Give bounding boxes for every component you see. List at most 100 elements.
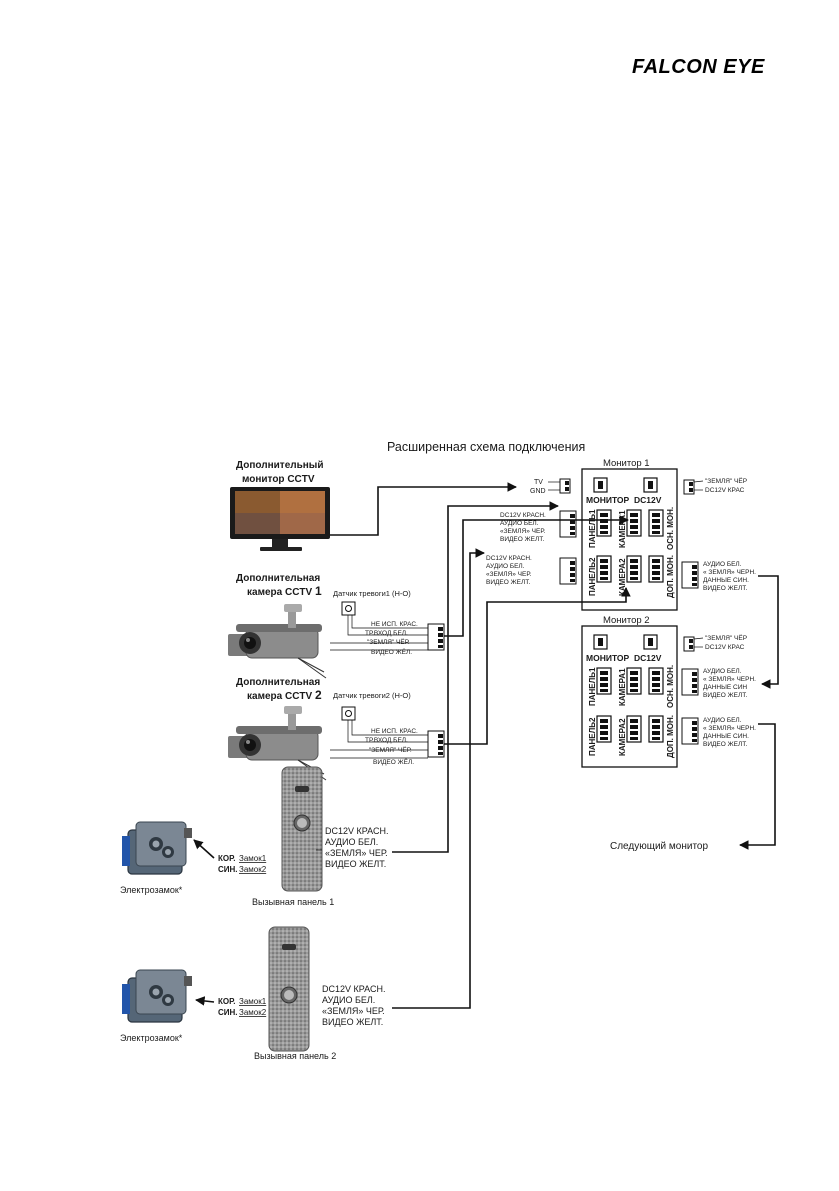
lock1-sin: СИН. bbox=[218, 865, 238, 874]
wire-cctv-monitor bbox=[330, 482, 517, 536]
call-panel-1-image bbox=[281, 766, 323, 892]
m2-main-wire-audio: АУДИО БЕЛ. bbox=[703, 668, 742, 675]
monitor-1-camera-plug bbox=[559, 557, 577, 585]
lock1-kor-name: Замок1 bbox=[239, 854, 267, 863]
lock-2-caption: Электрозамок* bbox=[120, 1033, 183, 1043]
m1-panel-wire-video: ВИДЕО ЖЕЛТ. bbox=[500, 536, 544, 543]
monitor-2-main-mon-connector bbox=[648, 667, 664, 695]
wire-m2-to-next bbox=[739, 723, 776, 850]
m1-ext-wire-gnd: « ЗЕМЛЯ» ЧЕРН. bbox=[703, 569, 756, 576]
monitor-2-panel1-connector bbox=[596, 667, 612, 695]
tv-out-plug bbox=[559, 478, 571, 494]
call-panel-2-caption: Вызывная панель 2 bbox=[254, 1051, 336, 1061]
panel2-wire-dc: DC12V КРАСН. bbox=[322, 984, 385, 994]
lock2-sin: СИН. bbox=[218, 1008, 238, 1017]
cam2-wire-1: НЕ ИСП. КРАС. bbox=[371, 728, 418, 735]
monitor-2-panel2-label: ПАНЕЛЬ2 bbox=[588, 717, 597, 756]
m1-camera-wire-audio: АУДИО БЕЛ. bbox=[486, 563, 525, 570]
m2-main-wire-video: ВИДЕО ЖЕЛТ. bbox=[703, 692, 747, 699]
monitor-1-ext-plug bbox=[681, 561, 699, 589]
monitor-2-power-gnd: "ЗЕМЛЯ" ЧЁР bbox=[705, 634, 747, 642]
monitor-1-camera2-connector bbox=[626, 555, 642, 583]
next-monitor-label: Следующий монитор bbox=[610, 841, 708, 852]
camera-1-label-1: Дополнительная bbox=[236, 573, 320, 584]
m2-ext-wire-gnd: « ЗЕМЛЯ» ЧЕРН. bbox=[703, 725, 756, 732]
monitor-2-label: Монитор 2 bbox=[603, 615, 650, 626]
alarm-sensor-2-label: Датчик тревоги2 (Н-О) bbox=[333, 691, 411, 700]
monitor-1-power-plug bbox=[683, 479, 695, 495]
m1-ext-wire-audio: АУДИО БЕЛ. bbox=[703, 561, 742, 568]
monitor-1-panel1-plug bbox=[559, 510, 577, 538]
monitor-1-power-dc: DC12V КРАС bbox=[705, 487, 745, 494]
monitor-1-ext-mon-label: ДОП. МОН. bbox=[666, 555, 675, 598]
wire-camera-2 bbox=[444, 587, 631, 745]
panel2-wire-audio: АУДИО БЕЛ. bbox=[322, 995, 375, 1005]
m1-ext-wire-data: ДАННЫЕ СИН. bbox=[703, 577, 749, 584]
lock1-sin-name: Замок2 bbox=[239, 865, 267, 874]
m2-main-wire-data: ДАННЫЕ СИН bbox=[703, 684, 747, 691]
panel1-wire-dc: DC12V КРАСН. bbox=[325, 826, 388, 836]
panel1-wire-audio: АУДИО БЕЛ. bbox=[325, 837, 378, 847]
monitor-2-panel2-connector bbox=[596, 715, 612, 743]
panel1-wire-gnd: «ЗЕМЛЯ» ЧЕР. bbox=[325, 848, 388, 858]
monitor-2-ext-mon-label: ДОП. МОН. bbox=[666, 715, 675, 758]
monitor-1-ext-mon-connector bbox=[648, 555, 664, 583]
wiring bbox=[193, 482, 779, 1009]
wire-call-panel-2 bbox=[392, 548, 485, 1009]
camera-2-label-1: Дополнительная bbox=[236, 677, 320, 688]
monitor-2-panel1-label: ПАНЕЛЬ1 bbox=[588, 667, 597, 706]
monitor-1-dc-label: DC12V bbox=[634, 495, 662, 505]
monitor-2-camera2-label: КАМЕРА2 bbox=[618, 718, 627, 756]
monitor-1-panel2-connector bbox=[596, 555, 612, 583]
lock-2-image bbox=[121, 969, 193, 1023]
monitor-1-panel2-label: ПАНЕЛЬ2 bbox=[588, 557, 597, 596]
lock1-kor: КОР. bbox=[218, 854, 235, 863]
monitor-2-dc-label: DC12V bbox=[634, 653, 662, 663]
camera-1-image bbox=[227, 603, 327, 679]
monitor-2-port-label: МОНИТОР bbox=[586, 653, 630, 663]
monitor-2-camera1-label: КАМЕРА1 bbox=[618, 668, 627, 706]
monitor-1-power-gnd: "ЗЕМЛЯ" ЧЁР bbox=[705, 477, 747, 485]
gnd-label: GND bbox=[530, 488, 546, 495]
monitor-2-ext-plug bbox=[681, 717, 699, 745]
alarm-sensor-1-label: Датчик тревоги1 (Н-О) bbox=[333, 589, 411, 598]
m2-ext-wire-audio: АУДИО БЕЛ. bbox=[703, 717, 742, 724]
monitor-1-label: Монитор 1 bbox=[603, 458, 650, 469]
m2-ext-wire-video: ВИДЕО ЖЕЛТ. bbox=[703, 741, 747, 748]
cam1-wire-1: НЕ ИСП. КРАС. bbox=[371, 621, 418, 628]
lock2-sin-name: Замок2 bbox=[239, 1008, 267, 1017]
wire-camera-1 bbox=[444, 515, 629, 637]
m2-ext-wire-data: ДАННЫЕ СИН. bbox=[703, 733, 749, 740]
call-panel-1-caption: Вызывная панель 1 bbox=[252, 897, 334, 907]
call-panel-2-image bbox=[268, 926, 310, 1052]
lock2-kor: КОР. bbox=[218, 997, 235, 1006]
camera-1-label-2: камера CCTV 1 bbox=[247, 584, 322, 598]
monitor-2-ext-mon-connector bbox=[648, 715, 664, 743]
cam1-wire-2: ТР.ВХОД БЕЛ. bbox=[365, 630, 408, 637]
brand-logo: FALCON EYE bbox=[632, 56, 765, 78]
panel2-wire-gnd: «ЗЕМЛЯ» ЧЕР. bbox=[322, 1006, 385, 1016]
camera-2-plug bbox=[427, 730, 445, 758]
m1-panel-wire-dc: DC12V КРАСН. bbox=[500, 512, 546, 519]
cctv-monitor-label-1: Дополнительный bbox=[236, 460, 323, 471]
monitor-1-port-label: МОНИТОР bbox=[586, 495, 630, 505]
diagram-title: Расширенная схема подключения bbox=[387, 440, 585, 454]
monitor-1-camera2-label: КАМЕРА2 bbox=[618, 558, 627, 596]
m2-main-wire-gnd: « ЗЕМЛЯ» ЧЕРН. bbox=[703, 676, 756, 683]
lock2-kor-name: Замок1 bbox=[239, 997, 267, 1006]
m1-panel-wire-gnd: «ЗЕМЛЯ» ЧЕР. bbox=[500, 528, 545, 535]
m1-panel-wire-audio: АУДИО БЕЛ. bbox=[500, 520, 539, 527]
alarm-sensor-1-icon bbox=[341, 601, 356, 616]
cam1-wire-4: ВИДЕО ЖЁЛ. bbox=[371, 648, 412, 656]
m1-ext-wire-video: ВИДЕО ЖЕЛТ. bbox=[703, 585, 747, 592]
monitor-1-main-mon-connector bbox=[648, 509, 664, 537]
monitor-2-power-dc: DC12V КРАС bbox=[705, 644, 745, 651]
tv-label: TV bbox=[534, 479, 543, 486]
cam2-wire-2: ТР.ВХОД БЕЛ. bbox=[365, 737, 408, 744]
monitor-2-power-plug bbox=[683, 636, 695, 652]
lock-1-caption: Электрозамок* bbox=[120, 885, 183, 895]
camera-2-label-2: камера CCTV 2 bbox=[247, 688, 322, 702]
wire-m1-to-m2 bbox=[758, 575, 779, 689]
cctv-monitor-label-2: монитор CCTV bbox=[242, 474, 315, 485]
alarm-sensor-2-icon bbox=[341, 706, 356, 721]
